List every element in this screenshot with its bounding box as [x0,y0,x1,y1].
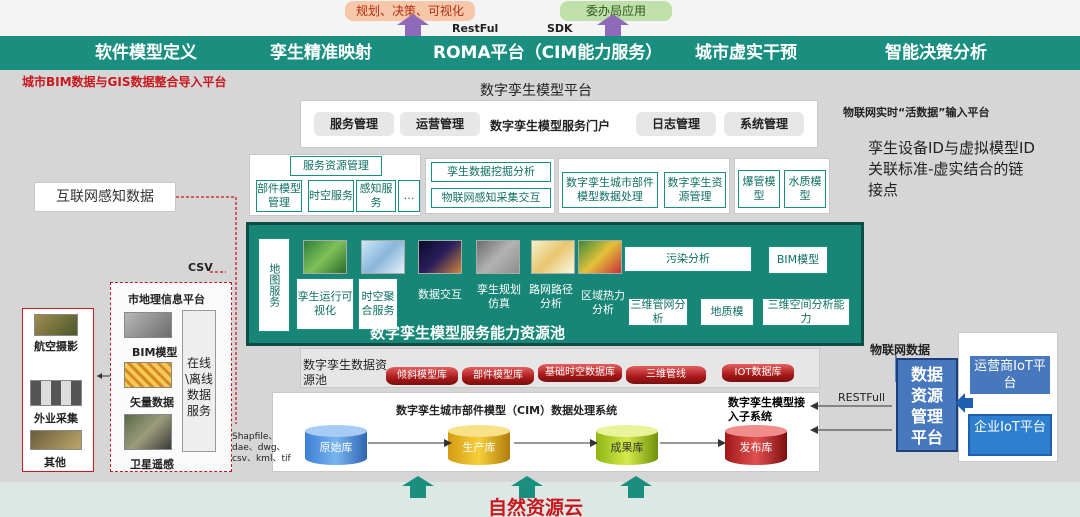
part-model-processing[interactable]: 数字孪生城市部件模型数据处理 [562,172,658,208]
part-model-db[interactable]: 部件模型库 [462,367,534,385]
gis-satellite: 卫星遥感 [130,458,174,471]
aerial-photo-icon [34,314,78,336]
gis-bim: BIM模型 [132,346,178,359]
part-model-mgmt[interactable]: 部件模型管理 [256,180,302,212]
ops-mgmt-button[interactable]: 运营管理 [400,112,480,136]
internet-sensing-box: 互联网感知数据 [34,182,176,212]
vector-data-icon [124,362,172,388]
portal-title: 数字孪生模型服务门户 [490,119,611,133]
publish-store-label: 发布库 [739,441,773,454]
gis-platform-title: 市地理信息平台 [128,293,205,306]
map-service[interactable]: 地图服务 [258,238,290,332]
source-field: 外业采集 [34,412,78,425]
header-band: 软件模型定义 孪生精准映射 ROMA平台（CIM能力服务） 城市虚实干预 智能决… [0,36,1080,70]
satellite-icon [124,414,172,450]
space3d-analysis[interactable]: 三维空间分析能力 [762,298,850,326]
natural-resources-cloud: 自然资源云 [488,497,584,517]
pipe3d-analysis[interactable]: 三维管网分析 [628,298,688,326]
spacetime-service[interactable]: 时空服务 [308,180,354,212]
iot-data-label: 物联网数据 [870,343,931,357]
bottom-band [0,482,1080,517]
more-services[interactable]: ... [398,180,420,212]
interaction-thumbnail [418,240,462,274]
planning-simulation[interactable]: 孪生规划仿真 [477,283,521,310]
bim-model[interactable]: BIM模型 [768,246,828,274]
result-store-label: 成果库 [610,441,644,454]
water-quality-model[interactable]: 水质模型 [784,170,826,208]
csv-label: CSV [188,261,213,274]
restfull-label: RESTFull [838,391,886,404]
sensing-service[interactable]: 感知服务 [356,180,396,212]
csv-connector [176,196,237,424]
iot-sensing-collect[interactable]: 物联网感知采集交互 [431,188,551,208]
restful-top-label: RestFul [452,22,499,35]
left-double-arrow [955,393,973,413]
data-resource-mgmt-platform[interactable]: 数据资源管理平台 [896,358,958,452]
top-pill-bureau: 委办局应用 [560,1,672,21]
blast-pipe-model[interactable]: 爆管模型 [738,170,780,208]
header-item-software-model: 软件模型定义 [95,43,197,63]
bim-gis-subtitle: 城市BIM数据与GIS数据整合导入平台 [22,75,227,89]
raw-store-label: 原始库 [319,441,353,454]
pool-title: 数字孪生模型服务能力资源池 [370,324,566,342]
twin-resource-mgmt[interactable]: 数字孪生资源管理 [664,172,726,208]
visualization-thumbnail [303,240,347,274]
road-path-analysis[interactable]: 路网路径分析 [529,283,573,310]
pollution-analysis[interactable]: 污染分析 [624,246,752,272]
system-mgmt-button[interactable]: 系统管理 [724,112,804,136]
source-aerial: 航空摄影 [34,340,78,353]
platform-title: 数字孪生模型平台 [480,83,592,99]
header-item-intervention: 城市虚实干预 [695,43,797,63]
publish-store[interactable]: 发布库 [725,425,787,467]
production-store-label: 生产库 [462,441,496,454]
format-list: Shapfile、dae、dwg、csv、kml、tif [232,432,291,464]
header-item-decision: 智能决策分析 [885,43,987,63]
id-link-note: 孪生设备ID与虚拟模型ID关联标准-虚实结合的链接点 [868,139,1035,199]
bim-model-icon [124,312,172,338]
up-arrow-right-icon [597,14,629,36]
data-pool-label: 数字孪生数据资源池 [303,358,388,387]
processing-title: 数字孪生城市部件模型（CIM）数据处理系统 [396,404,618,417]
data-interaction[interactable]: 数据交互 [418,288,462,302]
raw-store[interactable]: 原始库 [305,425,367,467]
pipeline3d-db[interactable]: 三维管线 [626,366,706,384]
oblique-model-db[interactable]: 倾斜模型库 [386,367,458,385]
access-subsystem-title: 数字孪生模型接入子系统 [728,396,805,423]
right-connectors [810,356,897,434]
live-data-note: 物联网实时“活数据”输入平台 [843,106,990,119]
twin-visualization[interactable]: 孪生运行可视化 [296,278,354,330]
sdk-label: SDK [547,22,573,35]
enterprise-iot-platform[interactable]: 企业IoT平台 [968,414,1052,456]
flow-arrows [368,439,726,447]
header-item-roma: ROMA平台（CIM能力服务） [433,43,663,63]
up-arrow-left-icon [397,14,429,36]
header-item-twin-mapping: 孪生精准映射 [270,43,372,63]
field-survey-icon [30,380,82,406]
top-pill-planning: 规划、决策、可视化 [345,1,475,21]
online-offline-service[interactable]: 在线\离线数据服务 [182,310,216,452]
iot-db[interactable]: IOT数据库 [722,364,794,382]
gis-vector: 矢量数据 [130,396,174,409]
simulation-thumbnail [476,240,520,274]
heat-analysis[interactable]: 区域热力分析 [581,289,625,316]
production-store[interactable]: 生产库 [448,425,510,467]
aggregation-thumbnail [361,240,405,274]
source-other: 其他 [44,456,66,469]
spacetime-db[interactable]: 基础时空数据库 [538,364,622,382]
service-mgmt-button[interactable]: 服务管理 [314,112,394,136]
result-store[interactable]: 成果库 [596,425,658,467]
operator-iot-platform[interactable]: 运营商IoT平台 [970,356,1050,394]
bottom-up-arrows [402,476,652,498]
geology-model[interactable]: 地质模 [700,298,754,326]
twin-data-mining[interactable]: 孪生数据挖掘分析 [431,162,551,182]
service-resource-mgmt[interactable]: 服务资源管理 [290,156,382,176]
other-source-icon [30,430,82,450]
heatmap-thumbnail [578,240,622,274]
log-mgmt-button[interactable]: 日志管理 [636,112,716,136]
road-network-thumbnail [531,240,575,274]
spacetime-aggregation[interactable]: 时空聚合服务 [358,278,398,330]
